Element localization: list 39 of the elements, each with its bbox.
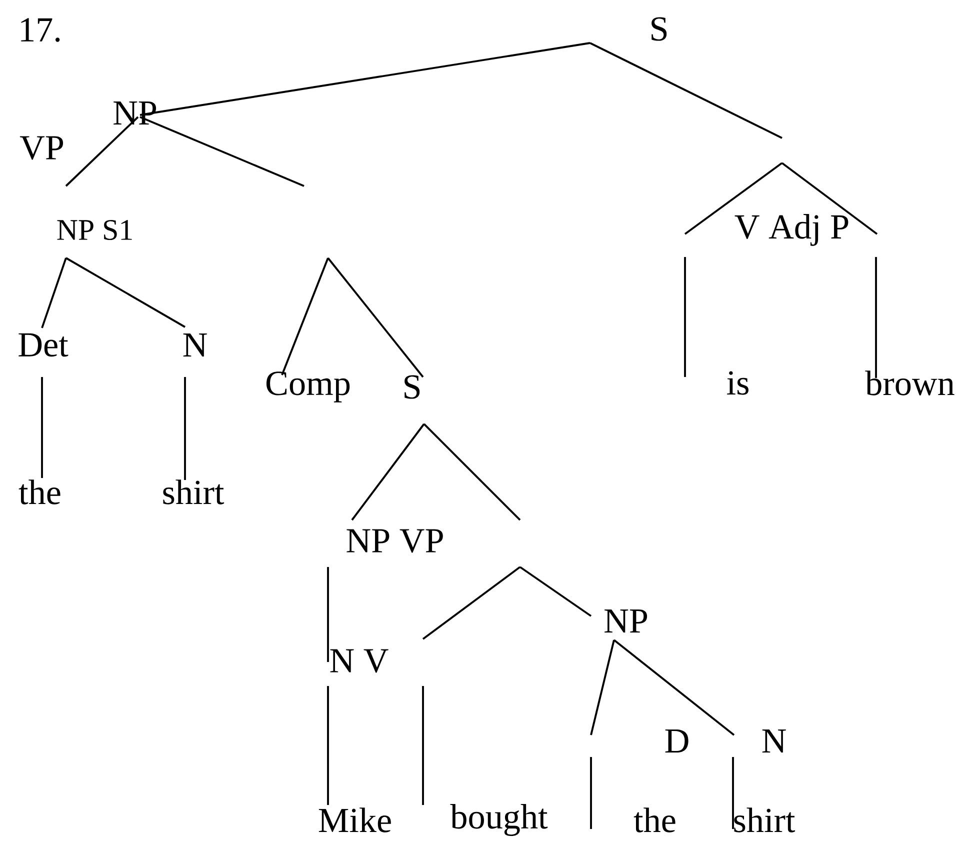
tree-label: N (183, 333, 207, 356)
tree-branch (41, 377, 43, 478)
tree-label: S (404, 375, 420, 399)
tree-label: N V (330, 649, 388, 673)
tree-branch (327, 686, 329, 805)
tree-label: shirt (734, 808, 796, 832)
tree-branch (184, 377, 186, 480)
tree-label: S (652, 17, 667, 41)
tree-label: VP (20, 136, 64, 160)
tree-label: shirt (163, 480, 224, 504)
tree-label: Comp (266, 372, 350, 402)
tree-branch (875, 257, 877, 378)
tree-label: NP VP (346, 529, 443, 553)
tree-branch (327, 257, 424, 378)
tree-label: is (727, 371, 748, 395)
tree-label: V Adj P (734, 214, 848, 246)
tree-label: brown (865, 370, 954, 396)
tree-branch (281, 258, 329, 376)
tree-label: NP S1 (57, 220, 132, 240)
tree-branch (590, 42, 782, 139)
tree-branch (66, 257, 186, 328)
tree-branch (140, 42, 590, 116)
tree-branch (140, 116, 304, 187)
tree-label: N (762, 730, 786, 752)
tree-branch (65, 116, 139, 187)
tree-label: the (18, 480, 60, 504)
tree-label: D (665, 729, 688, 753)
tree-branch (519, 566, 592, 617)
tree-label: the (634, 808, 676, 832)
tree-label: bought (450, 804, 548, 836)
tree-label: NP (604, 610, 648, 632)
item-number: 17. (21, 18, 60, 42)
tree-branch (590, 640, 615, 736)
tree-label: Det (18, 333, 68, 357)
tree-branch (41, 258, 67, 328)
tree-branch (613, 639, 735, 736)
tree-branch (732, 757, 734, 829)
tree-label: Mike (318, 808, 391, 832)
tree-branch (327, 567, 329, 662)
